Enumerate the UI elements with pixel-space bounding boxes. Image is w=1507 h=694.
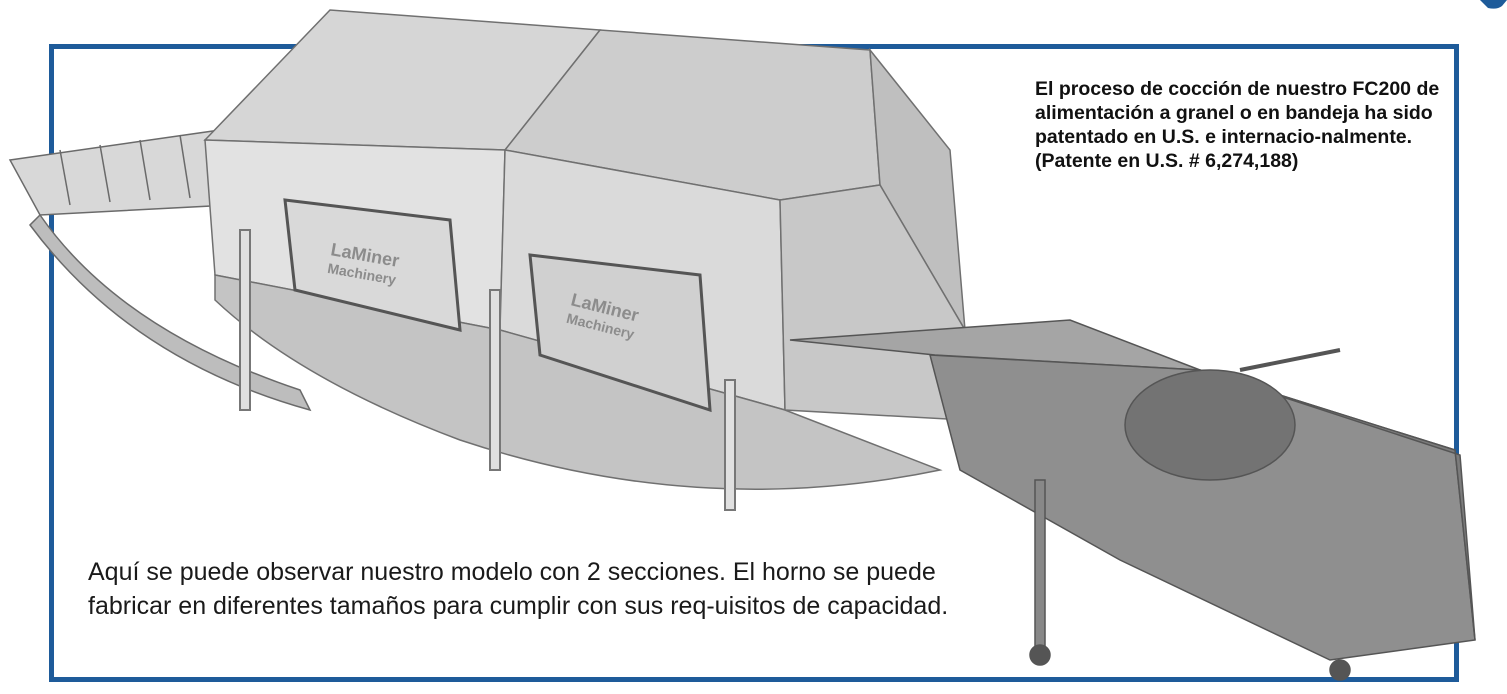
- oven-door-1: LaMiner Machinery: [283, 198, 462, 332]
- corner-mark: [1480, 0, 1507, 9]
- caption: Aquí se puede observar nuestro modelo co…: [88, 558, 949, 620]
- infeed-conveyor: [8, 129, 312, 412]
- patent-note: El proceso de cocción de nuestro FC200 d…: [1035, 78, 1440, 172]
- discharge-hopper: [789, 319, 1476, 681]
- oven-legs: [239, 229, 736, 511]
- oven-door-2: LaMiner Machinery: [528, 253, 712, 413]
